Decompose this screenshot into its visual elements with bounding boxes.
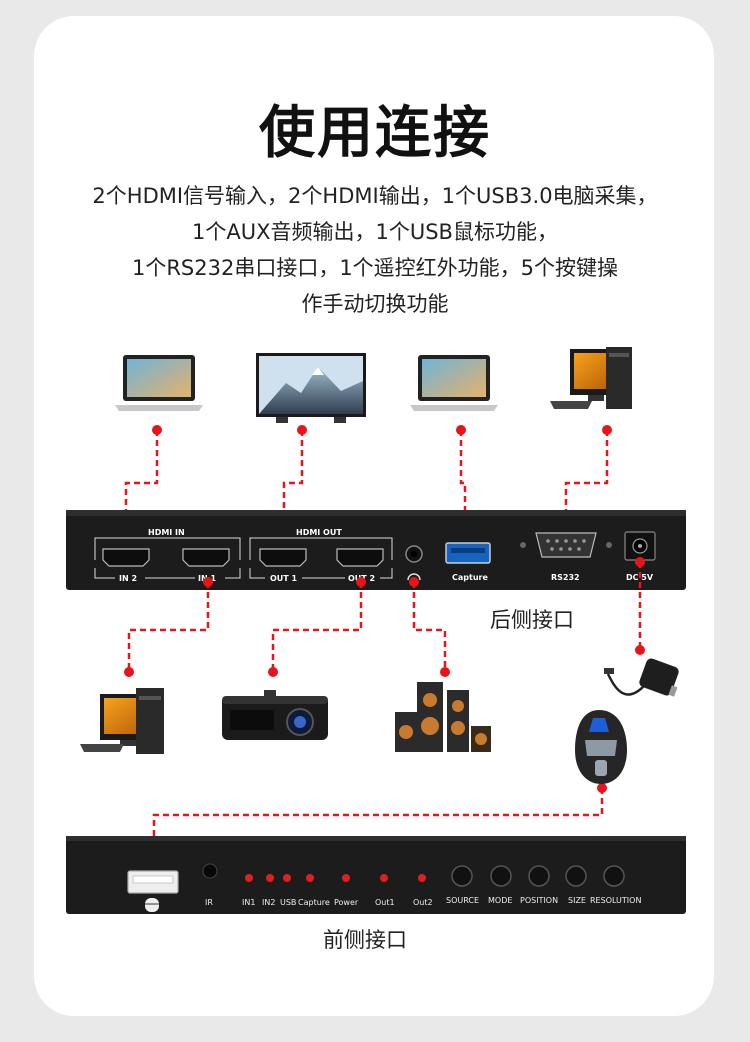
description: 2个HDMI信号输入，2个HDMI输出，1个USB3.0电脑采集， 1个AUX音… xyxy=(0,178,750,322)
description-line: 1个RS232串口接口，1个遥控红外功能，5个按键操 xyxy=(131,256,619,280)
audio-jack-port[interactable] xyxy=(405,545,423,563)
led-label-out1: Out1 xyxy=(375,898,395,907)
description-line: 作手动切换功能 xyxy=(301,292,449,316)
led-label-power: Power xyxy=(334,898,359,907)
gaming-mouse-icon xyxy=(575,710,627,784)
rear-panel-caption: 后侧接口 xyxy=(490,608,574,632)
page-title: 使用连接 xyxy=(259,101,491,166)
position-button[interactable] xyxy=(528,865,550,887)
ir-label: IR xyxy=(205,898,213,907)
led-label-out2: Out2 xyxy=(413,898,433,907)
led-label-usb: USB xyxy=(280,898,296,907)
description-line: 2个HDMI信号输入，2个HDMI输出，1个USB3.0电脑采集， xyxy=(92,184,658,208)
ir-receiver xyxy=(202,863,218,879)
led-out2 xyxy=(418,874,426,882)
hdmi-out1-port[interactable] xyxy=(259,548,307,567)
projector-icon xyxy=(222,690,328,740)
led-usb xyxy=(283,874,291,882)
tv-icon xyxy=(256,353,366,423)
source-label: SOURCE xyxy=(446,896,479,905)
in2-label: IN 2 xyxy=(119,574,137,583)
source-button[interactable] xyxy=(451,865,473,887)
mode-label: MODE xyxy=(488,896,512,905)
description-line: 1个AUX音频输出，1个USB鼠标功能， xyxy=(192,220,558,244)
position-label: POSITION xyxy=(520,896,558,905)
size-label: SIZE xyxy=(568,896,586,905)
resolution-button[interactable] xyxy=(603,865,625,887)
led-power xyxy=(342,874,350,882)
hdmi-in-label: HDMI IN xyxy=(148,528,185,537)
front-panel: IR IN1 IN2 USB Capture Power Out1 Out2 S… xyxy=(66,836,686,914)
usb-mouse-port[interactable] xyxy=(127,870,179,894)
hdmi-in2-port[interactable] xyxy=(102,548,150,567)
power-adapter-icon xyxy=(604,658,679,697)
mode-button[interactable] xyxy=(490,865,512,887)
hdmi-in1-port[interactable] xyxy=(182,548,230,567)
led-capture xyxy=(306,874,314,882)
hdmi-out2-port[interactable] xyxy=(336,548,384,567)
led-in1 xyxy=(245,874,253,882)
out1-label: OUT 1 xyxy=(270,574,298,583)
led-label-capture: Capture xyxy=(298,898,330,907)
mouse-icon xyxy=(145,898,159,912)
hdmi-out-label: HDMI OUT xyxy=(296,528,342,537)
connector-lines-bottom xyxy=(127,562,642,864)
laptop-icon xyxy=(410,355,498,411)
desktop-pc-icon xyxy=(80,688,164,754)
led-label-in1: IN1 xyxy=(242,898,255,907)
rs232-label: RS232 xyxy=(551,573,580,582)
capture-label: Capture xyxy=(452,573,488,582)
speaker-system-icon xyxy=(395,682,491,752)
size-button[interactable] xyxy=(565,865,587,887)
led-out1 xyxy=(380,874,388,882)
front-panel-caption: 前侧接口 xyxy=(323,928,407,952)
resolution-label: RESOLUTION xyxy=(590,896,641,905)
rs232-port[interactable] xyxy=(520,532,612,558)
desktop-pc-icon xyxy=(550,347,632,409)
rear-panel: HDMI IN HDMI OUT IN 2 IN 1 OUT 1 OUT 2 xyxy=(66,510,686,590)
laptop-icon xyxy=(115,355,203,411)
led-in2 xyxy=(266,874,274,882)
usb-capture-port[interactable] xyxy=(445,542,491,564)
led-label-in2: IN2 xyxy=(262,898,275,907)
headphone-icon xyxy=(407,573,421,581)
dc-power-port[interactable] xyxy=(624,531,656,561)
